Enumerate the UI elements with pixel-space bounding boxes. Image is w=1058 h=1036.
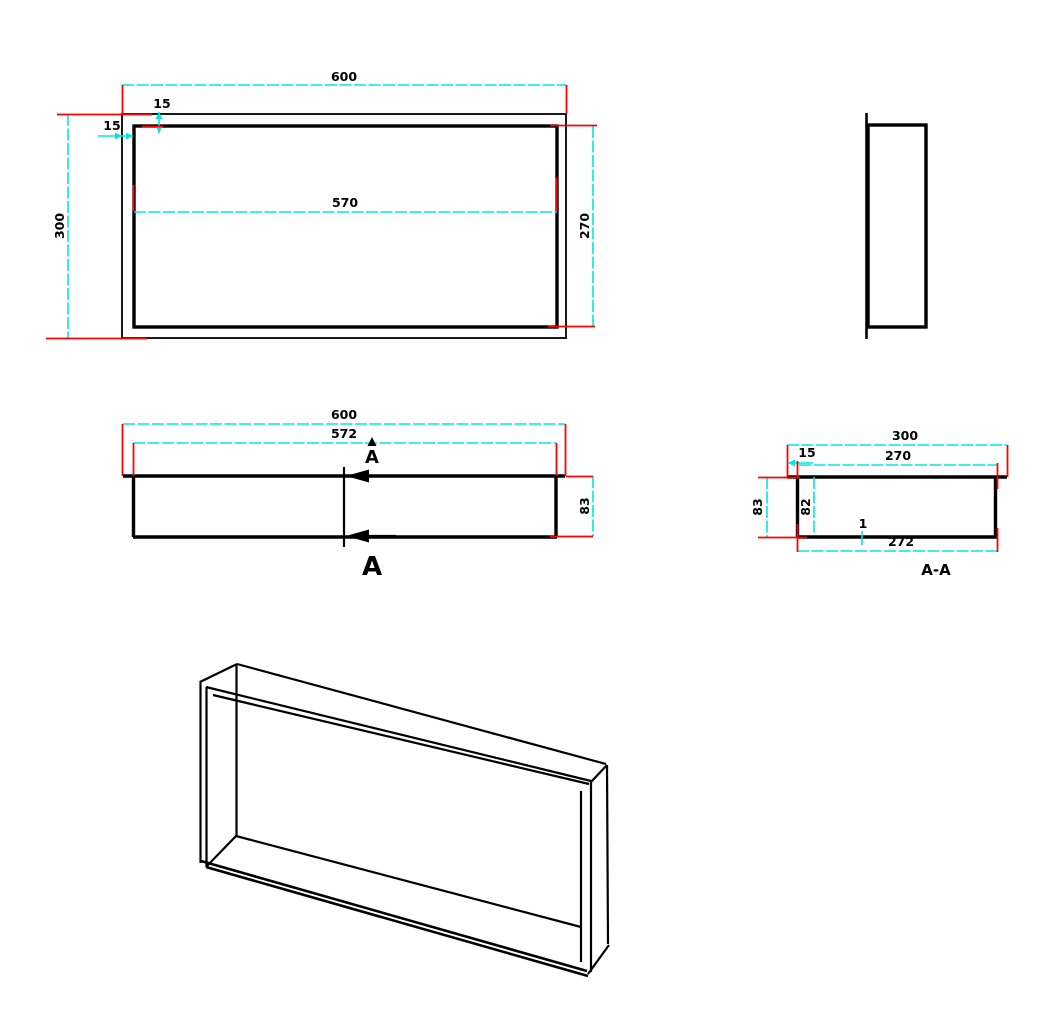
front-dim-15top-label: 15 bbox=[153, 96, 170, 111]
section-mark-top-label: A bbox=[365, 447, 379, 468]
iso-bottom-right-depth bbox=[587, 944, 610, 975]
side-view bbox=[865, 113, 928, 339]
front-view: 600 300 570 270 15 15 bbox=[46, 69, 597, 340]
front-dim-15left-arrow2 bbox=[115, 132, 122, 140]
iso-front-bottom-inner bbox=[205, 865, 589, 978]
section-arrowhead-top bbox=[346, 469, 369, 483]
top-dim-83-label: 83 bbox=[577, 497, 592, 514]
front-dim-15left-arrow1 bbox=[126, 132, 133, 140]
front-outer-rect bbox=[121, 113, 567, 339]
section-dim-82-label: 82 bbox=[798, 498, 813, 515]
iso-top-left-depth bbox=[199, 663, 238, 683]
section-view: 300 15 270 83 82 1 272 A-A bbox=[750, 428, 1009, 579]
section-mark-top-arrow bbox=[367, 437, 377, 446]
top-dim-600-label: 600 bbox=[331, 407, 357, 422]
front-dim-600-label: 600 bbox=[331, 69, 357, 84]
iso-bottom-left-depth bbox=[205, 835, 237, 868]
front-inner-rect bbox=[132, 124, 559, 329]
top-view: 600 572 83 A A bbox=[121, 407, 594, 582]
iso-back-right-edge bbox=[605, 764, 610, 945]
section-dim-15-arrow bbox=[788, 459, 795, 467]
iso-front-bottom-outer bbox=[200, 859, 588, 973]
section-mark-bottom-label: A bbox=[362, 552, 382, 582]
section-dim-272-label: 272 bbox=[888, 534, 914, 549]
section-dim-83-label: 83 bbox=[750, 498, 765, 515]
iso-opening-bottom-edge bbox=[235, 834, 582, 929]
iso-front-top-outer bbox=[205, 685, 592, 783]
front-dim-15top-arrow-down bbox=[155, 126, 163, 133]
iso-top-right-depth bbox=[590, 764, 608, 783]
front-dim-570-label: 570 bbox=[332, 195, 358, 210]
front-dim-15top-arrow-up bbox=[155, 112, 163, 119]
section-dim-270-label: 270 bbox=[885, 448, 911, 463]
iso-back-top-edge bbox=[236, 662, 607, 766]
front-dim-300-label: 300 bbox=[52, 213, 67, 239]
side-body-rect bbox=[866, 123, 928, 329]
section-view-title: A-A bbox=[921, 561, 951, 579]
iso-front-top-inner bbox=[212, 693, 590, 786]
isometric-view bbox=[199, 662, 610, 978]
section-arrowhead-bottom bbox=[346, 529, 369, 543]
section-dim-1-label: 1 bbox=[859, 516, 868, 531]
front-dim-15left-label: 15 bbox=[103, 118, 120, 133]
section-dim-15-label: 15 bbox=[798, 445, 815, 460]
front-dim-270-label: 270 bbox=[577, 213, 592, 239]
section-dim-300-label: 300 bbox=[892, 428, 918, 443]
top-dim-572-label: 572 bbox=[331, 426, 357, 441]
